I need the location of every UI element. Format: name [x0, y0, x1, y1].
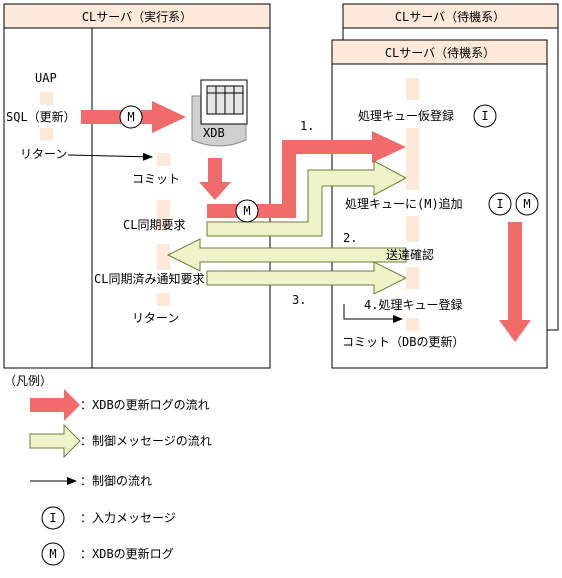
sync-request-label: CL同期要求 [123, 218, 185, 232]
active-title: CLサーバ（実行系） [82, 9, 192, 24]
input-symbol-text: I [496, 197, 503, 211]
queue-add-label: 処理キューに(M)追加 [345, 196, 463, 211]
legend-green-arrow [29, 423, 81, 459]
step-3-label: 3. [292, 293, 306, 307]
xdb-bar [157, 200, 170, 230]
xdb-log-symbol [515, 192, 539, 216]
uap-label: UAP [35, 71, 57, 85]
uap-bar [40, 92, 53, 105]
xdb-database-icon: XDB [191, 79, 248, 147]
return-label: リターン [132, 311, 179, 325]
legend-log-label: ：XDBの更新ログ [80, 546, 174, 561]
step-1-label: 1. [300, 119, 314, 133]
xdb-log-symbol [235, 199, 259, 223]
legend-log-symbol-text: M [49, 547, 56, 561]
legend-heading: （凡例） [4, 374, 52, 388]
legend: （凡例） ：XDBの更新ログの流れ ：制御メッセージの流れ ：制御の流れ I ：… [4, 374, 212, 566]
queue-bar [406, 267, 419, 289]
input-message-symbol [488, 192, 512, 216]
input-message-symbol [473, 104, 497, 128]
uap-bar [40, 128, 53, 141]
return-label: リターン [20, 147, 67, 161]
sync-done-request-label: CL同期済み通知要求 [94, 271, 204, 286]
xdb-bar [157, 293, 170, 306]
send-confirm-label: 送達確認 [386, 247, 434, 262]
standby-back-title: CLサーバ（待機系） [395, 9, 505, 24]
commit-label: コミット [132, 172, 180, 186]
xdb-label: XDB [203, 126, 225, 140]
legend-input-symbol-text: I [49, 511, 56, 525]
queue-bar [406, 318, 419, 331]
legend-input-label: ：入力メッセージ [80, 511, 176, 525]
control-flow-arrow [67, 152, 153, 161]
input-symbol-text: I [481, 109, 488, 123]
legend-line-label: ：制御の流れ [80, 473, 152, 488]
legend-green-label: ：制御メッセージの流れ [80, 433, 212, 448]
legend-log-symbol [41, 542, 65, 566]
queue-bar [406, 128, 419, 190]
control-message-arrow [206, 261, 408, 295]
control-message-arrow [206, 160, 408, 237]
step-2-label: 2. [343, 231, 357, 245]
xdb-update-log-arrow [207, 131, 406, 218]
queue-register-label: 4.処理キュー登録 [364, 297, 462, 312]
log-symbol-text: M [127, 110, 134, 124]
log-symbol-text: M [523, 197, 530, 211]
legend-red-arrow [30, 389, 80, 421]
sql-label: SQL（更新） [6, 109, 76, 124]
xdb-bar [157, 244, 170, 270]
xdb-bar [157, 153, 170, 166]
standby-front-title: CLサーバ（待機系） [385, 45, 495, 60]
legend-input-symbol [41, 506, 65, 530]
log-symbol-text: M [243, 204, 250, 218]
queue-bar [406, 78, 419, 100]
xdb-log-symbol [119, 105, 143, 129]
commit-db-label: コミット（DBの更新） [342, 334, 464, 349]
queue-temp-label: 処理キュー仮登録 [358, 108, 454, 123]
queue-bar [406, 216, 419, 242]
control-flow-arrow [343, 304, 403, 323]
xdb-update-log-arrow [499, 222, 531, 342]
legend-red-label: ：XDBの更新ログの流れ [80, 397, 210, 412]
xdb-update-log-arrow [199, 158, 231, 200]
control-message-arrow [166, 238, 407, 272]
